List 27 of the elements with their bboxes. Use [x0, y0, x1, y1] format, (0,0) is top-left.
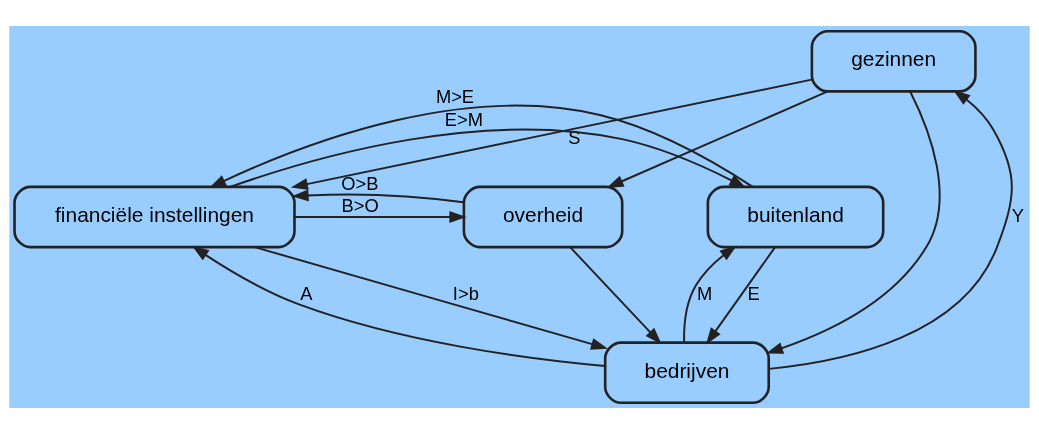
arrow [253, 246, 608, 350]
arrow [293, 211, 467, 223]
edge-label: E [747, 282, 760, 304]
edge-label: M [696, 282, 713, 304]
arrow [705, 246, 777, 345]
arrow [766, 90, 941, 354]
arrow [569, 246, 662, 345]
arrow [291, 189, 465, 204]
edge-label: O>B [341, 173, 379, 194]
node-box: gezinnen [810, 29, 977, 93]
node-box: overheid [462, 185, 624, 249]
edge-label: Y [1011, 204, 1025, 226]
node-box: bedrijven [603, 341, 771, 405]
node-box: financiële instellingen [13, 185, 296, 249]
arrow [767, 89, 1013, 370]
edge-label: I>b [452, 282, 479, 304]
arrow [290, 78, 813, 190]
arrow [209, 104, 754, 189]
edge-label: M>E [435, 85, 475, 107]
arrow [683, 245, 737, 344]
edge-label: A [300, 282, 313, 304]
arrow [191, 245, 606, 367]
arrow [606, 90, 829, 188]
node-box: buitenland [706, 185, 885, 249]
edge-label: E>M [444, 108, 483, 130]
arrow [229, 128, 747, 189]
edge-label: B>O [341, 195, 379, 217]
